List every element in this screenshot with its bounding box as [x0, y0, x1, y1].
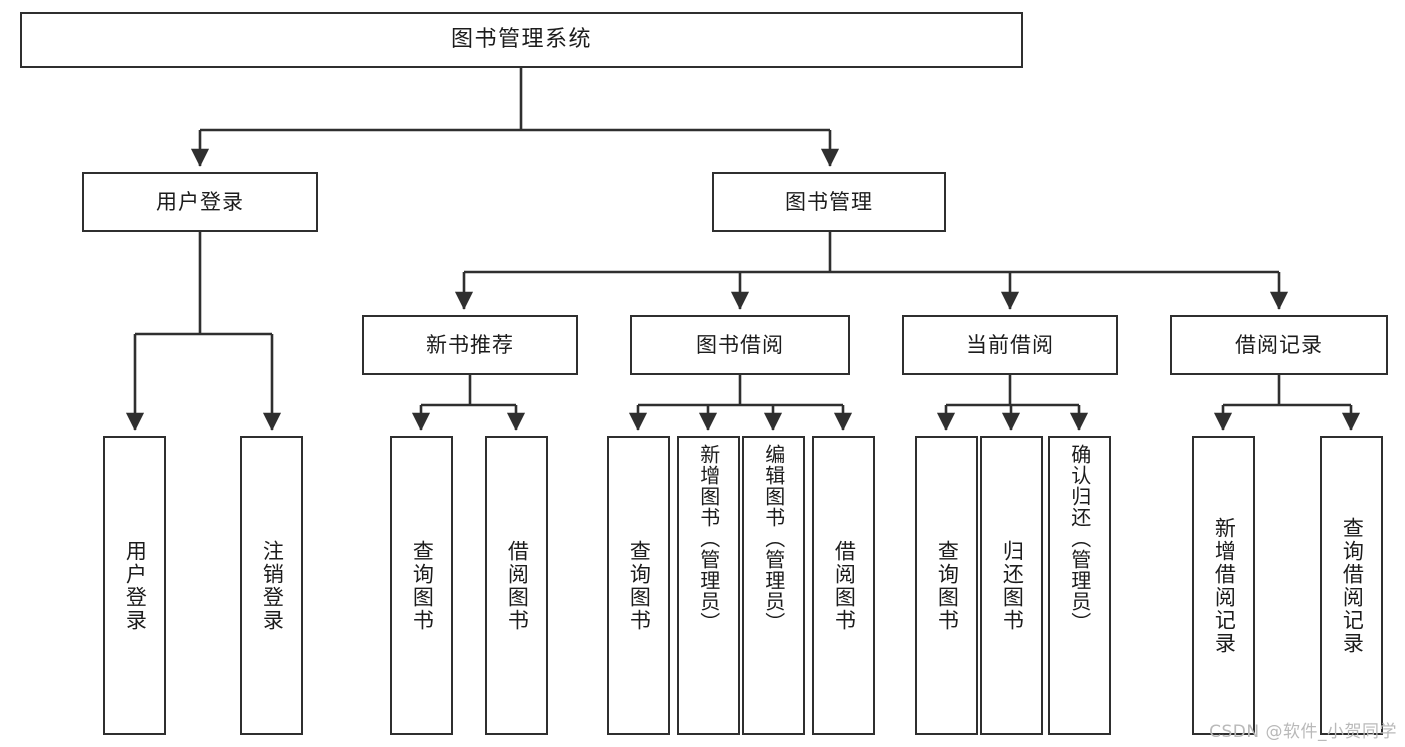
node-user-login[interactable]: 用户登录 [82, 172, 318, 232]
node-leaf-edit-book[interactable]: 编辑图书（管理员） [742, 436, 805, 735]
node-leaf-return-book[interactable]: 归还图书 [980, 436, 1043, 735]
node-borrow-record[interactable]: 借阅记录 [1170, 315, 1388, 375]
node-leaf-query-book-borrow[interactable]: 查询图书 [607, 436, 670, 735]
node-leaf-add-book-label: 新增图书（管理员） [696, 444, 721, 633]
node-leaf-logout[interactable]: 注销登录 [240, 436, 303, 735]
node-new-book-recommend-label: 新书推荐 [426, 332, 514, 357]
node-leaf-add-book[interactable]: 新增图书（管理员） [677, 436, 740, 735]
node-leaf-borrow-book-label: 借阅图书 [832, 539, 857, 632]
node-current-borrow[interactable]: 当前借阅 [902, 315, 1118, 375]
node-leaf-logout-label: 注销登录 [260, 539, 285, 632]
node-book-manage[interactable]: 图书管理 [712, 172, 946, 232]
node-book-manage-label: 图书管理 [785, 189, 873, 214]
node-leaf-query-record[interactable]: 查询借阅记录 [1320, 436, 1383, 735]
node-borrow-record-label: 借阅记录 [1235, 332, 1323, 357]
node-leaf-edit-book-label: 编辑图书（管理员） [761, 444, 786, 633]
node-leaf-borrow-book-rec[interactable]: 借阅图书 [485, 436, 548, 735]
node-book-borrow-label: 图书借阅 [696, 332, 784, 357]
node-leaf-query-book-rec[interactable]: 查询图书 [390, 436, 453, 735]
node-leaf-borrow-book-rec-label: 借阅图书 [505, 539, 530, 632]
node-book-borrow[interactable]: 图书借阅 [630, 315, 850, 375]
node-root-label: 图书管理系统 [450, 27, 592, 53]
watermark-text: CSDN @软件_小贺同学 [1209, 722, 1397, 742]
node-leaf-add-record-label: 新增借阅记录 [1212, 516, 1237, 655]
node-leaf-return-book-label: 归还图书 [1000, 539, 1025, 632]
node-leaf-add-record[interactable]: 新增借阅记录 [1192, 436, 1255, 735]
node-leaf-user-login[interactable]: 用户登录 [103, 436, 166, 735]
node-leaf-borrow-book[interactable]: 借阅图书 [812, 436, 875, 735]
node-leaf-query-book-rec-label: 查询图书 [410, 539, 435, 632]
node-root[interactable]: 图书管理系统 [20, 12, 1023, 68]
node-user-login-label: 用户登录 [156, 189, 244, 214]
node-leaf-confirm-return[interactable]: 确认归还（管理员） [1048, 436, 1111, 735]
node-leaf-confirm-return-label: 确认归还（管理员） [1067, 444, 1092, 633]
node-leaf-user-login-label: 用户登录 [123, 539, 148, 632]
node-leaf-query-book-cur-label: 查询图书 [935, 539, 960, 632]
node-leaf-query-record-label: 查询借阅记录 [1340, 516, 1365, 655]
node-leaf-query-book-cur[interactable]: 查询图书 [915, 436, 978, 735]
node-leaf-query-book-borrow-label: 查询图书 [627, 539, 652, 632]
node-current-borrow-label: 当前借阅 [966, 332, 1054, 357]
node-new-book-recommend[interactable]: 新书推荐 [362, 315, 578, 375]
